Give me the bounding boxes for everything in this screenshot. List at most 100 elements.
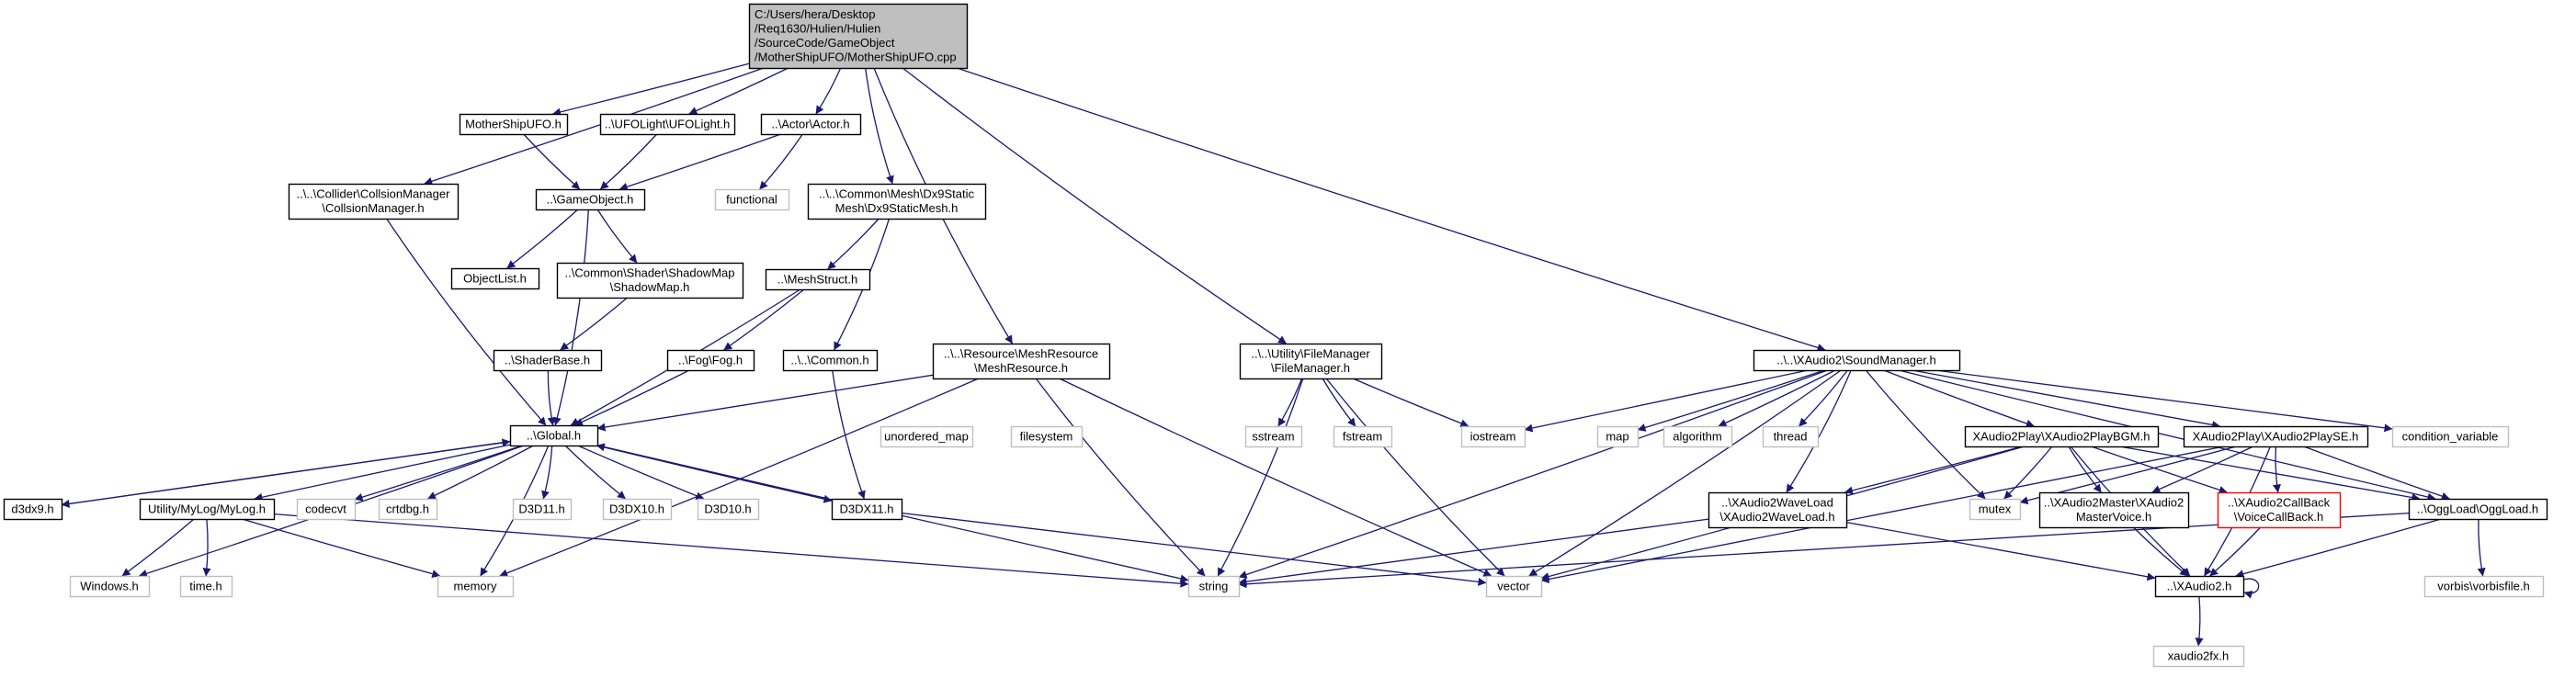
node-gameobject-h[interactable]: ..\GameObject.h bbox=[535, 188, 646, 211]
edge-mothershipufo_h-to-gameobject_h bbox=[523, 133, 581, 190]
node-playse-h[interactable]: XAudio2Play\XAudio2PlaySE.h bbox=[2183, 425, 2369, 448]
node-oggload-h[interactable]: ..\OggLoad\OggLoad.h bbox=[2408, 498, 2548, 521]
node-box bbox=[2423, 575, 2545, 598]
node-box bbox=[493, 349, 603, 372]
node-fog-h[interactable]: ..\Fog\Fog.h bbox=[666, 349, 755, 372]
node-common-h[interactable]: ..\..\Common.h bbox=[782, 349, 879, 372]
edge-soundmanager_h-to-vector bbox=[1528, 369, 1842, 577]
node-xaudio2fx-h[interactable]: xaudio2fx.h bbox=[2152, 645, 2245, 668]
node-collision-h[interactable]: ..\..\Collider\CollsionManager\CollsionM… bbox=[288, 183, 460, 220]
edge-waveload_h-to-string bbox=[1238, 518, 1709, 586]
edge-soundmanager_h-to-string bbox=[1238, 369, 1828, 579]
node-sstream[interactable]: sstream bbox=[1244, 425, 1303, 448]
edge-gameobject_h-to-shadowmap_h bbox=[596, 209, 638, 264]
node-mutex[interactable]: mutex bbox=[1969, 498, 2022, 521]
node-mylog-h[interactable]: Utility/MyLog/MyLog.h bbox=[139, 498, 276, 521]
node-filesystem[interactable]: filesystem bbox=[1010, 425, 1084, 448]
edge-mylog_h-to-time_h bbox=[202, 518, 211, 577]
node-vorbisfile-h[interactable]: vorbis\vorbisfile.h bbox=[2423, 575, 2545, 598]
node-objectlist-h[interactable]: ObjectList.h bbox=[450, 267, 540, 290]
node-algorithm[interactable]: algorithm bbox=[1662, 425, 1733, 448]
edge-root-to-dx9mesh_h bbox=[865, 67, 894, 185]
node-label: ObjectList.h bbox=[463, 271, 527, 285]
node-label: codecvt bbox=[305, 502, 346, 515]
node-map[interactable]: map bbox=[1596, 425, 1640, 448]
node-meshstruct-h[interactable]: ..\MeshStruct.h bbox=[765, 268, 871, 291]
node-label: functional bbox=[726, 192, 777, 206]
node-memory[interactable]: memory bbox=[437, 575, 515, 598]
node-crtdbg-h[interactable]: crtdbg.h bbox=[378, 498, 438, 521]
node-label: \VoiceCallBack.h bbox=[2234, 510, 2324, 524]
edge-fog_h-to-global_h bbox=[573, 369, 690, 426]
node-time-h[interactable]: time.h bbox=[179, 575, 233, 598]
edge-playse_h-to-voicecallback_h bbox=[2273, 446, 2281, 493]
edge-d3dx11_h-to-vector bbox=[901, 512, 1487, 586]
node-label: Utility/MyLog/MyLog.h bbox=[148, 502, 266, 515]
node-box bbox=[556, 262, 744, 299]
edge-root-to-filemanager_h bbox=[902, 67, 1287, 344]
node-functional[interactable]: functional bbox=[714, 188, 790, 211]
node-box bbox=[1708, 491, 1848, 529]
node-string[interactable]: string bbox=[1187, 575, 1241, 598]
node-box bbox=[139, 498, 276, 521]
node-d3dx9-h[interactable]: d3dx9.h bbox=[3, 498, 63, 521]
node-fstream[interactable]: fstream bbox=[1333, 425, 1393, 448]
node-label: crtdbg.h bbox=[386, 502, 429, 515]
node-playbgm-h[interactable]: XAudio2Play\XAudio2PlayBGM.h bbox=[1964, 425, 2160, 448]
node-unordered-map[interactable]: unordered_map bbox=[879, 425, 974, 448]
node-d3d11-h[interactable]: D3D11.h bbox=[512, 498, 573, 521]
edge-soundmanager_h-to-thread bbox=[1799, 369, 1849, 427]
node-global-h[interactable]: ..\Global.h bbox=[509, 424, 599, 447]
node-shadowmap-h[interactable]: ..\Common\Shader\ShadowMap\ShadowMap.h bbox=[556, 262, 744, 299]
node-windows-h[interactable]: Windows.h bbox=[69, 575, 151, 598]
edge-xaudio2_h-to-xaudio2_h bbox=[2242, 578, 2260, 599]
node-label: iostream bbox=[1470, 429, 1516, 443]
node-vector[interactable]: vector bbox=[1485, 575, 1543, 598]
node-label: d3dx9.h bbox=[11, 502, 53, 515]
edge-playbgm_h-to-waveload_h bbox=[1844, 446, 2023, 495]
edge-xaudio2_h-to-xaudio2fx_h bbox=[2195, 595, 2204, 647]
node-box bbox=[296, 498, 357, 521]
node-mothershipufo-h[interactable]: MotherShipUFO.h bbox=[459, 113, 569, 136]
node-box bbox=[831, 498, 903, 521]
node-d3dx11-h[interactable]: D3DX11.h bbox=[831, 498, 903, 521]
edge-playbgm_h-to-mutex bbox=[2003, 446, 2053, 500]
node-filemanager-h[interactable]: ..\..\Utility\FileManager\FileManager.h bbox=[1239, 343, 1383, 380]
node-actor-h[interactable]: ..\Actor\Actor.h bbox=[760, 113, 862, 136]
node-dx9mesh-h[interactable]: ..\..\Common\Mesh\Dx9StaticMesh\Dx9Stati… bbox=[807, 183, 987, 220]
node-d3d10-h[interactable]: D3D10.h bbox=[697, 498, 760, 521]
node-iostream[interactable]: iostream bbox=[1460, 425, 1526, 448]
edge-playbgm_h-to-oggload_h bbox=[2118, 446, 2421, 502]
edge-mylog_h-to-string bbox=[273, 513, 1189, 588]
node-box bbox=[782, 349, 879, 372]
node-ufolight-h[interactable]: ..\UFOLight\UFOLight.h bbox=[599, 113, 736, 136]
node-label: unordered_map bbox=[884, 429, 969, 443]
node-thread[interactable]: thread bbox=[1762, 425, 1820, 448]
node-meshresource-h[interactable]: ..\..\Resource\MeshResource\MeshResource… bbox=[932, 343, 1111, 380]
edge-common_h-to-d3dx11_h bbox=[832, 369, 866, 500]
edge-global_h-to-mylog_h bbox=[254, 444, 511, 502]
node-label: ..\..\Common.h bbox=[790, 353, 868, 367]
node-root[interactable]: C:/Users/hera/Desktop/Req1630/Hulien/Hul… bbox=[748, 3, 969, 70]
edge-oggload_h-to-xaudio2_h bbox=[2235, 518, 2442, 579]
node-box bbox=[602, 498, 673, 521]
edge-filemanager_h-to-fstream bbox=[1322, 378, 1356, 427]
node-label: vorbis\vorbisfile.h bbox=[2437, 579, 2529, 592]
node-condition-variable[interactable]: condition_variable bbox=[2391, 425, 2510, 448]
node-codecvt[interactable]: codecvt bbox=[296, 498, 357, 521]
node-voicecallback-h[interactable]: ..\XAudio2CallBack\VoiceCallBack.h bbox=[2217, 491, 2342, 529]
edge-actor_h-to-gameobject_h bbox=[618, 133, 782, 191]
node-shaderbase-h[interactable]: ..\ShaderBase.h bbox=[493, 349, 603, 372]
node-label: ..\MeshStruct.h bbox=[777, 272, 857, 286]
node-xaudio2-h[interactable]: ..\XAudio2.h bbox=[2154, 575, 2245, 598]
node-label: D3D10.h bbox=[704, 502, 751, 515]
node-label: C:/Users/hera/Desktop bbox=[755, 7, 876, 21]
node-box bbox=[932, 343, 1111, 380]
node-soundmanager-h[interactable]: ..\..\XAudio2\SoundManager.h bbox=[1753, 349, 1961, 372]
node-label: memory bbox=[454, 579, 497, 592]
node-d3dx10-h[interactable]: D3DX10.h bbox=[602, 498, 673, 521]
node-box bbox=[535, 188, 646, 211]
node-waveload-h[interactable]: ..\XAudio2WaveLoad\XAudio2WaveLoad.h bbox=[1708, 491, 1848, 529]
